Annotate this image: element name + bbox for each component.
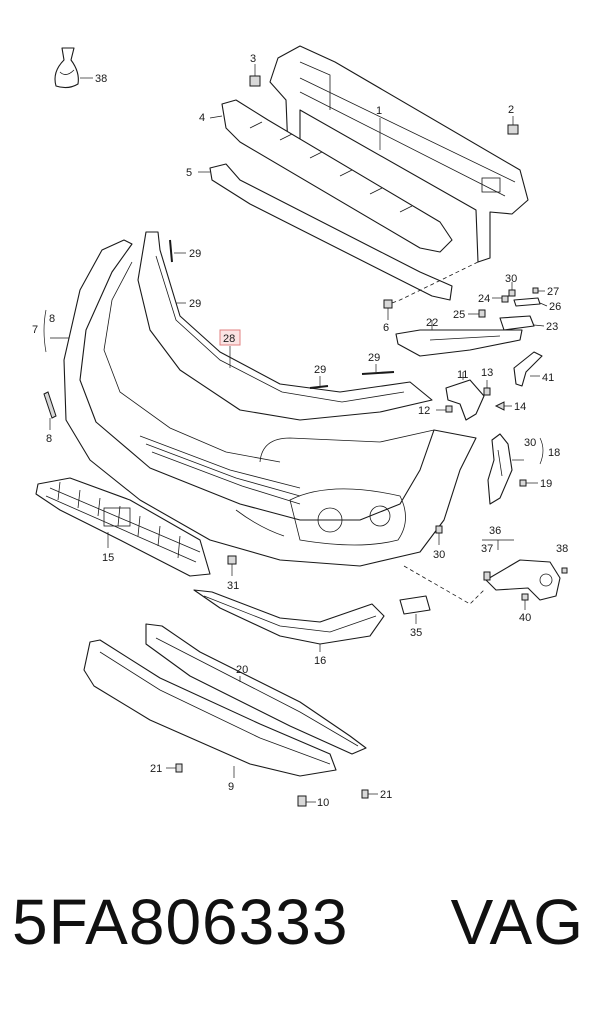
part-8-trim: [43, 391, 57, 430]
part-21-screw-right: [361, 789, 378, 799]
label-12: 12: [418, 405, 430, 417]
label-19: 19: [540, 478, 552, 490]
part-22-bracket: [395, 320, 523, 357]
label-1: 1: [376, 105, 382, 117]
brand: VAG: [450, 886, 584, 958]
brace-30-18: [539, 437, 544, 465]
label-26: 26: [549, 301, 561, 313]
label-4: 4: [199, 112, 205, 124]
label-30-lower: 30: [433, 549, 445, 561]
part-13-clip: [483, 380, 491, 396]
label-16: 16: [314, 655, 326, 667]
part-12-screw: [436, 405, 453, 413]
label-29b: 29: [189, 298, 201, 310]
part-24-clip: [492, 295, 509, 303]
part-6-clip: [383, 299, 393, 320]
label-39: 38: [556, 543, 568, 555]
label-21-left: 21: [150, 763, 162, 775]
part-41-clip: [513, 351, 543, 387]
label-23: 23: [546, 321, 558, 333]
part-1-bumper-beam: [269, 45, 529, 263]
label-3: 3: [250, 53, 256, 65]
part-14-pin: [494, 401, 512, 411]
label-29d: 29: [368, 352, 380, 364]
label-34: 31: [227, 580, 239, 592]
part-30-clip: [435, 525, 443, 545]
part-18-side-bracket: [487, 433, 524, 505]
label-11: 11: [457, 369, 468, 381]
part-37-cover: [399, 595, 431, 624]
label-29a: 29: [189, 248, 201, 260]
bumper-cover: [63, 239, 477, 567]
part-28-grille-trim: [137, 231, 433, 421]
label-6: 6: [383, 322, 389, 334]
label-36: 36: [489, 525, 501, 537]
label-2: 2: [508, 104, 514, 116]
part-29-strip-a: [169, 239, 186, 263]
part-39-screw: [561, 567, 568, 574]
part-27-pin: [532, 287, 545, 294]
part-26-guide: [513, 297, 548, 307]
caption: 5FA806333 VAG: [0, 885, 600, 995]
label-10: 10: [317, 797, 329, 809]
parts-exploded-diagram: 38 3 1 2 4 5 6: [32, 45, 568, 809]
part-21-screw-left: [166, 763, 183, 773]
part-5-lower-strip: [198, 163, 453, 301]
label-30-upper: 30: [524, 437, 536, 449]
part-25-screw: [468, 309, 486, 318]
part-3-bolt: [249, 64, 261, 87]
part-2-bolt: [507, 116, 519, 135]
label-22: 22: [426, 317, 438, 329]
part-35-pouch: [54, 47, 93, 89]
label-20: 20: [236, 664, 248, 676]
part-15-lower-grille: [35, 477, 211, 577]
label-40: 40: [519, 612, 531, 624]
part-4-energy-absorber: [209, 99, 453, 253]
part-29-strip-d: [361, 364, 395, 375]
label-35: 38: [95, 73, 107, 85]
label-25: 25: [453, 309, 465, 321]
label-21-right: 21: [380, 789, 392, 801]
label-31: 30: [505, 273, 517, 285]
brace-7-8: [43, 309, 47, 353]
label-24: 24: [478, 293, 490, 305]
label-15: 15: [102, 552, 114, 564]
label-7: 7: [32, 324, 38, 336]
label-28: 28: [223, 333, 235, 345]
part-34-screw: [227, 555, 237, 576]
label-38: 37: [481, 543, 493, 555]
part-9-undertray: [83, 639, 337, 778]
label-37: 35: [410, 627, 422, 639]
label-8-lower: 8: [46, 433, 52, 445]
part-36-bracket: [483, 559, 561, 601]
label-5: 5: [186, 167, 192, 179]
part-11-bracket: [445, 372, 485, 421]
label-13: 13: [481, 367, 493, 379]
part-40-nut: [521, 593, 529, 610]
part-29-strip-c: [309, 376, 329, 389]
label-14: 14: [514, 401, 526, 413]
label-8-upper: 8: [49, 313, 55, 325]
label-18: 18: [548, 447, 560, 459]
part-23-guide: [499, 315, 545, 331]
part-16-lower-trim: [193, 589, 385, 652]
label-29c: 29: [314, 364, 326, 376]
part-20-lower-strip: [145, 623, 367, 755]
part-19-screw: [519, 479, 538, 487]
part-number: 5FA806333: [12, 886, 349, 958]
part-10-clip: [297, 795, 316, 807]
part-31-nut: [508, 282, 516, 297]
label-41: 41: [542, 372, 554, 384]
label-27: 27: [547, 286, 559, 298]
label-9: 9: [228, 781, 234, 793]
